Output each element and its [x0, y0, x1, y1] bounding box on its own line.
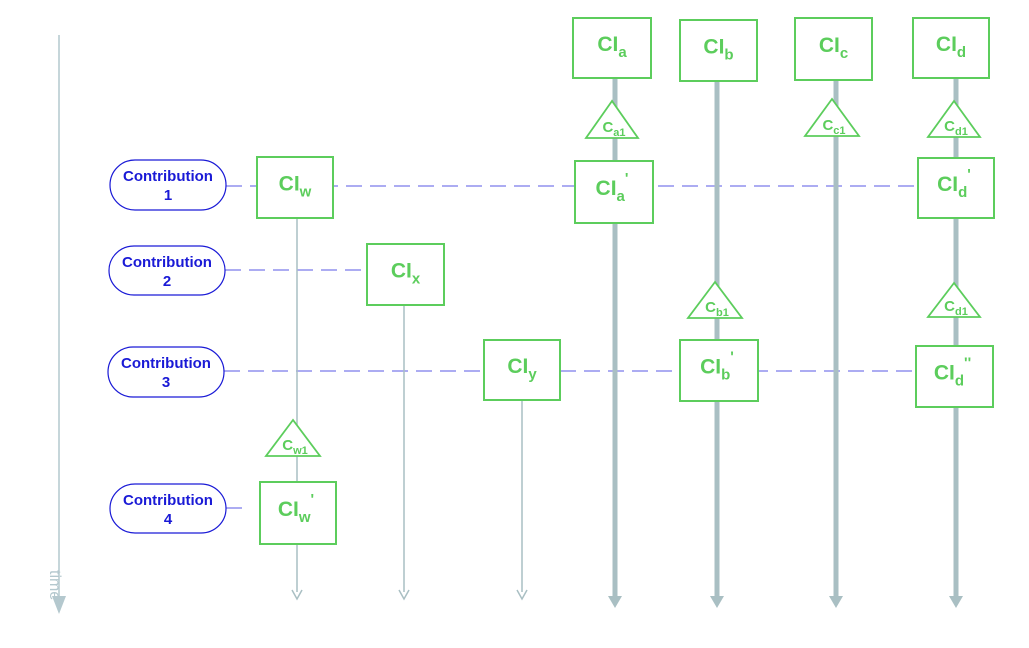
change-marker-d1: Cd1	[926, 99, 982, 138]
time-label: time	[46, 570, 63, 600]
change-label: Cb1	[705, 299, 729, 319]
time-axis-arrowhead	[52, 596, 66, 614]
ci-box-d-prime: CId''	[915, 345, 994, 408]
ci-label: CIw'	[278, 491, 314, 526]
ci-label: CIa'	[596, 170, 629, 205]
ci-label: CId'	[937, 166, 971, 201]
ci-label: CIc	[819, 34, 848, 62]
ci-box-frame	[483, 339, 561, 401]
timeline-arrowhead-b	[710, 596, 724, 608]
ci-box-d: CId	[912, 17, 990, 79]
change-triangle	[926, 281, 982, 318]
change-label: Cc1	[822, 117, 845, 137]
ci-box-frame	[915, 345, 994, 408]
change-marker-a1: Ca1	[584, 99, 640, 139]
ci-box-b-prime: CIb'	[679, 339, 759, 402]
change-marker-w1: Cw1	[264, 418, 322, 457]
change-triangle	[264, 418, 322, 457]
ci-label: CIb'	[700, 349, 734, 384]
ci-box-frame	[917, 157, 995, 219]
ci-box-b: CIb	[679, 19, 758, 82]
ci-box-a-prime: CIa'	[574, 160, 654, 224]
contribution-number: 4	[164, 511, 173, 528]
change-marker-d1: Cd1	[926, 281, 982, 318]
change-label: Ca1	[602, 119, 625, 139]
ci-box-d-prime: CId'	[917, 157, 995, 219]
contribution-3: Contribution 3	[107, 346, 225, 398]
ci-box-w: CIw	[256, 156, 334, 219]
ci-label: CId	[936, 33, 966, 61]
change-label: Cw1	[282, 437, 308, 457]
ci-box-frame	[912, 17, 990, 79]
contribution-number: 2	[163, 273, 171, 290]
timeline-arrowhead-x	[398, 589, 410, 601]
ci-box-w-prime: CIw'	[259, 481, 337, 545]
change-triangle	[686, 280, 744, 319]
ci-box-frame	[259, 481, 337, 545]
contribution-word: Contribution	[122, 254, 212, 271]
ci-box-c: CIc	[794, 17, 873, 81]
contribution-pill	[109, 159, 227, 211]
change-triangle	[926, 99, 982, 138]
contribution-word: Contribution	[123, 492, 213, 509]
ci-label: CIa	[597, 33, 627, 61]
ci-box-x: CIx	[366, 243, 445, 306]
contribution-number: 1	[164, 187, 172, 204]
change-marker-b1: Cb1	[686, 280, 744, 319]
timeline-arrowhead-a	[608, 596, 622, 608]
ci-box-a: CIa	[572, 17, 652, 79]
change-triangle	[803, 97, 861, 137]
timeline-arrowhead-d	[949, 596, 963, 608]
contribution-word: Contribution	[121, 355, 211, 372]
change-marker-c1: Cc1	[803, 97, 861, 137]
change-label: Cd1	[944, 118, 968, 138]
ci-box-frame	[574, 160, 654, 224]
ci-label: CIb	[703, 36, 733, 64]
ci-box-frame	[572, 17, 652, 79]
timeline-arrowhead-y	[516, 589, 528, 601]
contribution-pill	[108, 245, 226, 296]
ci-box-frame	[679, 19, 758, 82]
contribution-4: Contribution 4	[109, 483, 227, 534]
change-triangle	[584, 99, 640, 139]
contribution-1: Contribution 1	[109, 159, 227, 211]
ci-box-frame	[256, 156, 334, 219]
ci-box-y: CIy	[483, 339, 561, 401]
contribution-pill	[107, 346, 225, 398]
timeline-arrowhead-c	[829, 596, 843, 608]
ci-label: CIw	[279, 173, 312, 201]
contribution-word: Contribution	[123, 168, 213, 185]
ci-box-frame	[679, 339, 759, 402]
change-label: Cd1	[944, 298, 968, 318]
contribution-number: 3	[162, 374, 170, 391]
ci-label: CIx	[391, 260, 421, 288]
contribution-2: Contribution 2	[108, 245, 226, 296]
ci-label: CIy	[507, 355, 537, 383]
contribution-pill	[109, 483, 227, 534]
ci-label: CId''	[934, 355, 971, 390]
ci-box-frame	[794, 17, 873, 81]
timeline-arrowhead-w	[291, 589, 303, 601]
ci-box-frame	[366, 243, 445, 306]
